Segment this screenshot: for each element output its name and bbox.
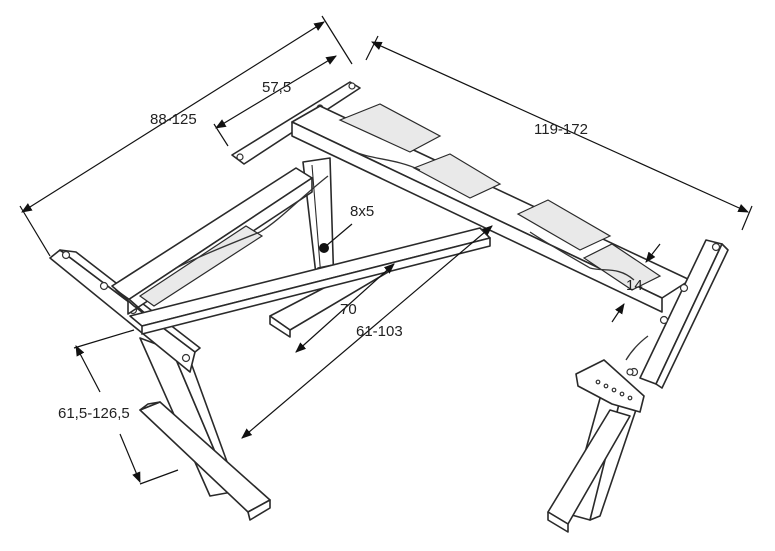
mount-hole	[99, 281, 109, 291]
mount-hole	[711, 242, 721, 252]
control-handset	[575, 359, 645, 413]
label-right-width: 119-172	[534, 121, 588, 138]
label-leg-size: 8x5	[350, 203, 374, 220]
mount-hole	[181, 353, 191, 363]
mount-hole	[659, 315, 669, 325]
mount-hole	[348, 82, 356, 90]
label-top-arm: 57,5	[262, 79, 291, 96]
label-center-span: 61-103	[356, 323, 403, 340]
mount-hole	[61, 250, 71, 260]
label-foot-width: 70	[340, 301, 357, 318]
dimension-lines	[19, 15, 753, 485]
cable	[625, 335, 649, 361]
mount-hole	[679, 283, 689, 293]
cable	[529, 231, 635, 281]
label-beam-height: 14	[626, 277, 643, 294]
front-left-leg	[139, 337, 271, 521]
mount-hole	[236, 153, 244, 161]
label-height-range: 61,5-126,5	[58, 405, 130, 422]
label-left-depth: 88-125	[150, 111, 197, 128]
